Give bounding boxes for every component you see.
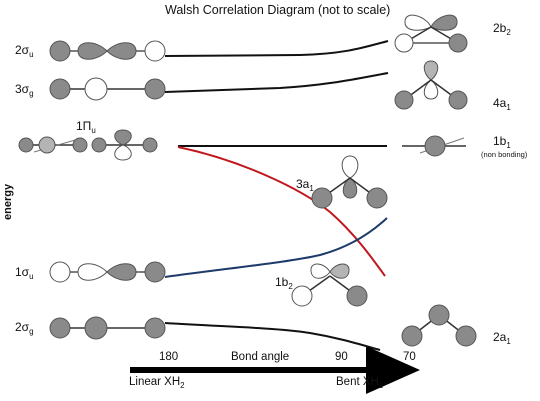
curve-2sigma-u-to-2b2 (164, 40, 389, 57)
orbital-3sigma-g-linear (49, 77, 166, 101)
orbital-2a1-bent (401, 304, 477, 347)
orbital-1b2-bent (291, 263, 368, 307)
label-2sigma-u: 2σu (15, 43, 34, 59)
orbital-1b1-bent (402, 135, 466, 157)
tick-90: 90 (335, 351, 348, 363)
tick-180: 180 (159, 351, 179, 363)
label-2b2: 2b2 (493, 21, 511, 37)
label-1sigma-u: 1σu (15, 265, 34, 281)
orbital-2sigma-g-linear (49, 316, 166, 340)
label-3a1: 3a1 (296, 177, 314, 193)
orbital-1pi-u-linear-b (91, 129, 158, 161)
label-2a1: 2a1 (493, 330, 511, 346)
linear-xh2-label: Linear XH2 (129, 376, 185, 390)
curve-3sigma-g-to-4a1 (164, 72, 389, 93)
label-1b1: 1b1 (493, 134, 511, 150)
orbital-4a1-bent (394, 60, 468, 110)
curve-2sigma-g-to-2a1 (164, 322, 381, 351)
label-2sigma-g: 2σg (15, 320, 34, 336)
label-4a1: 4a1 (493, 96, 511, 112)
label-1pi-u: 1Πu (76, 119, 96, 135)
bond-angle-label: Bond angle (231, 351, 290, 363)
bent-xh2-label: Bent XH2 (336, 376, 384, 390)
orbital-3a1-bent (311, 155, 388, 209)
diagram-title: Walsh Correlation Diagram (not to scale) (165, 3, 391, 17)
label-3sigma-g: 3σg (15, 82, 34, 98)
nonbonding-note: (non bonding) (481, 150, 528, 159)
curve-1pi-u-to-3a1 (177, 146, 386, 277)
energy-axis-label: energy (2, 183, 14, 220)
tick-70: 70 (403, 351, 416, 363)
orbital-2sigma-u-linear (49, 40, 166, 62)
orbital-1sigma-u-linear (49, 261, 166, 283)
orbital-1pi-u-linear-a (18, 136, 88, 154)
curve-1sigma-u-to-1b2 (164, 217, 388, 278)
orbital-2b2-bent (394, 14, 468, 53)
label-1b2: 1b2 (275, 275, 293, 291)
